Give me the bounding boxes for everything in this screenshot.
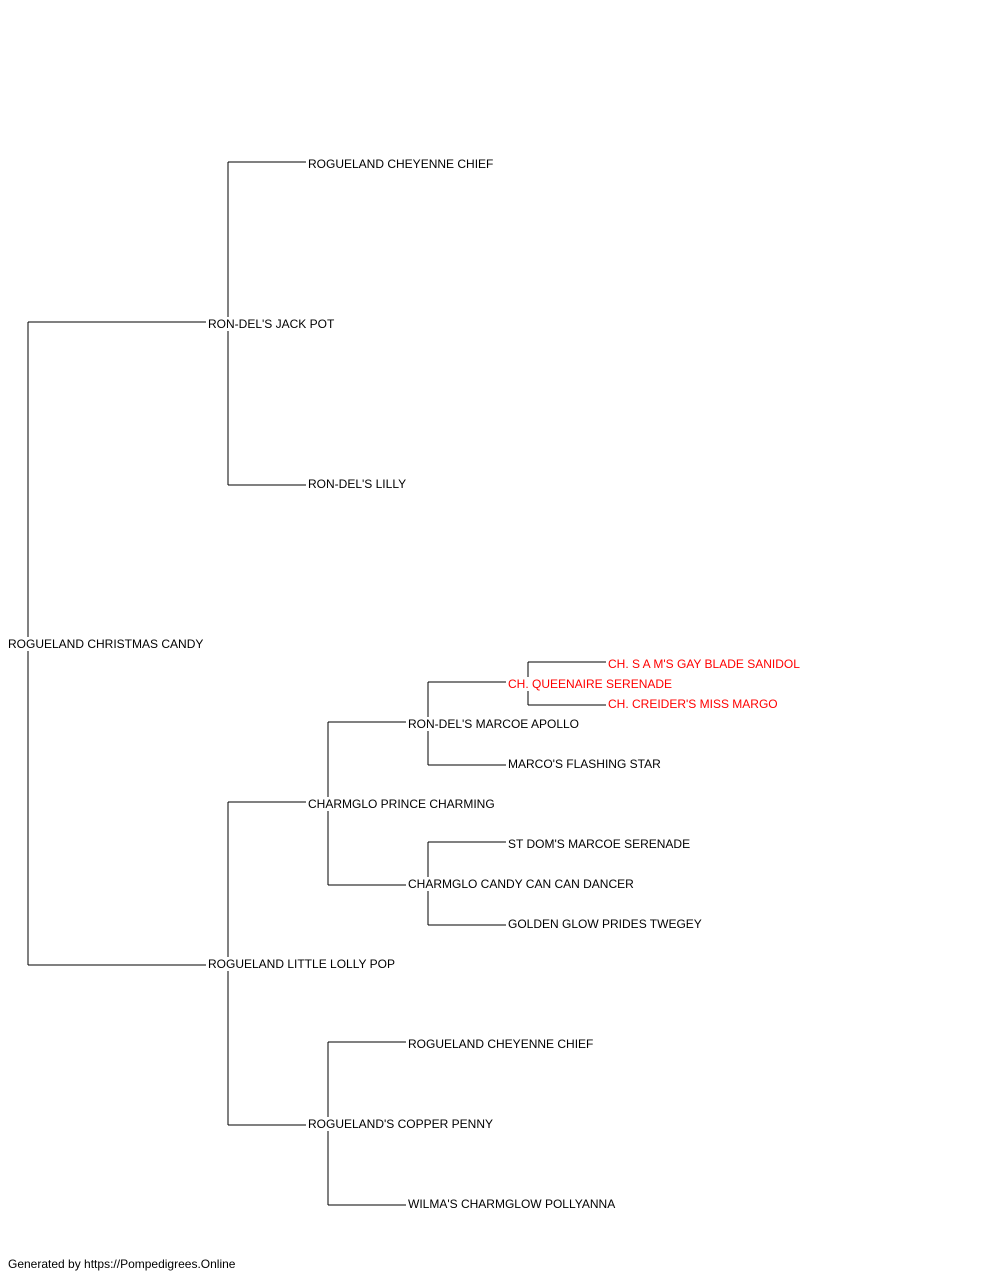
subject-dog-name[interactable]: ROGUELAND CHRISTMAS CANDY xyxy=(8,637,206,651)
sire-name[interactable]: RON-DEL'S JACK POT xyxy=(208,317,337,331)
champion-ancestor-name[interactable]: CH. CREIDER'S MISS MARGO xyxy=(608,697,780,711)
ancestor-name[interactable]: CHARMGLO CANDY CAN CAN DANCER xyxy=(408,877,636,891)
paternal-grandsire-name[interactable]: ROGUELAND CHEYENNE CHIEF xyxy=(308,157,496,171)
ancestor-name[interactable]: ROGUELAND CHEYENNE CHIEF xyxy=(408,1037,596,1051)
paternal-granddam-name[interactable]: RON-DEL'S LILLY xyxy=(308,477,409,491)
ancestor-name[interactable]: RON-DEL'S MARCOE APOLLO xyxy=(408,717,581,731)
ancestor-name[interactable]: GOLDEN GLOW PRIDES TWEGEY xyxy=(508,917,704,931)
dam-name[interactable]: ROGUELAND LITTLE LOLLY POP xyxy=(208,957,397,971)
maternal-grandsire-name[interactable]: CHARMGLO PRINCE CHARMING xyxy=(308,797,497,811)
ancestor-name[interactable]: MARCO'S FLASHING STAR xyxy=(508,757,663,771)
generated-by-footer: Generated by https://Pompedigrees.Online xyxy=(8,1257,236,1271)
ancestor-name[interactable]: ST DOM'S MARCOE SERENADE xyxy=(508,837,693,851)
maternal-granddam-name[interactable]: ROGUELAND'S COPPER PENNY xyxy=(308,1117,495,1131)
champion-ancestor-name[interactable]: CH. S A M'S GAY BLADE SANIDOL xyxy=(608,657,802,671)
ancestor-name[interactable]: WILMA'S CHARMGLOW POLLYANNA xyxy=(408,1197,618,1211)
champion-ancestor-name[interactable]: CH. QUEENAIRE SERENADE xyxy=(508,677,675,691)
